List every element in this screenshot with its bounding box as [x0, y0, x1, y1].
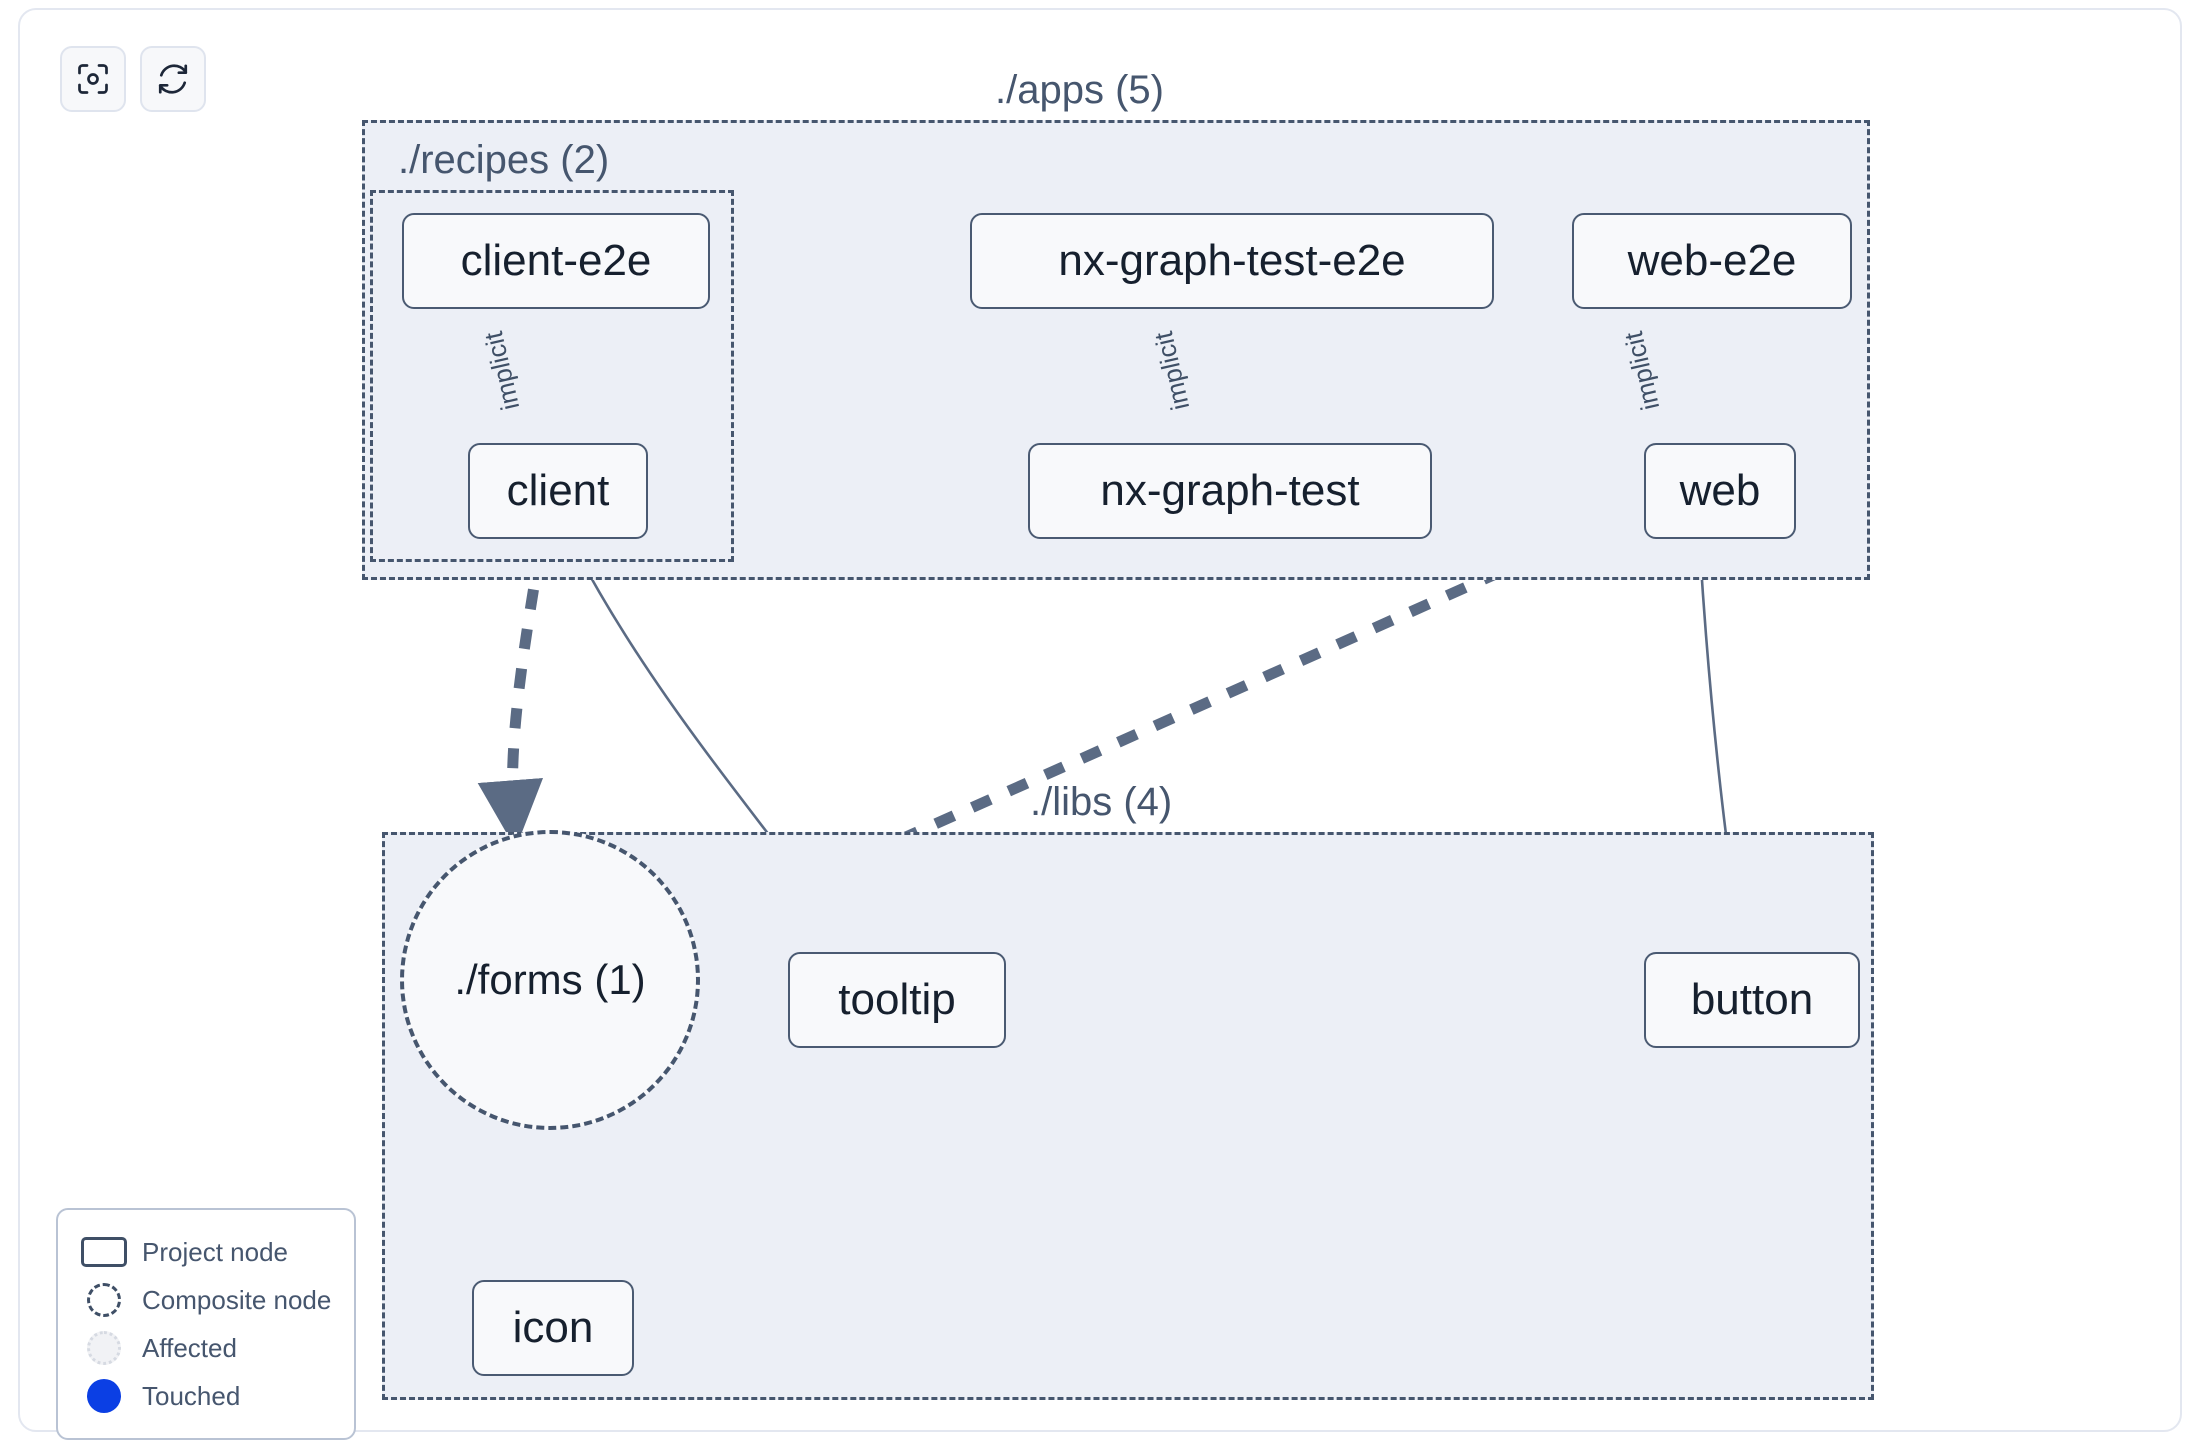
focus-graph-button[interactable] — [60, 46, 126, 112]
composite-node-swatch — [74, 1283, 134, 1317]
node-icon[interactable]: icon — [472, 1280, 634, 1376]
node-button[interactable]: button — [1644, 952, 1860, 1048]
refresh-graph-button[interactable] — [140, 46, 206, 112]
node-nx-graph-test-e2e[interactable]: nx-graph-test-e2e — [970, 213, 1494, 309]
graph-legend: Project node Composite node Affected Tou… — [56, 1208, 356, 1440]
node-nx-graph-test[interactable]: nx-graph-test — [1028, 443, 1432, 539]
node-web-e2e[interactable]: web-e2e — [1572, 213, 1852, 309]
group-label-libs: ./libs (4) — [1030, 780, 1173, 824]
focus-target-icon — [75, 61, 111, 97]
group-label-apps: ./apps (5) — [995, 68, 1164, 112]
node-client[interactable]: client — [468, 443, 648, 539]
legend-label-project-node: Project node — [142, 1237, 288, 1267]
legend-label-composite-node: Composite node — [142, 1285, 332, 1315]
legend-item-composite-node: Composite node — [74, 1276, 338, 1324]
node-web[interactable]: web — [1644, 443, 1796, 539]
affected-swatch — [74, 1331, 134, 1365]
project-node-swatch — [74, 1237, 134, 1267]
graph-panel: ./apps (5) ./recipes (2) ./libs (4) — [18, 8, 2182, 1440]
legend-label-touched: Touched — [142, 1381, 241, 1411]
legend-item-project-node: Project node — [74, 1228, 338, 1276]
graph-toolbar — [60, 46, 206, 112]
touched-swatch — [74, 1379, 134, 1413]
edge-client-to-forms — [477, 549, 546, 849]
group-label-recipes: ./recipes (2) — [398, 138, 610, 182]
legend-item-touched: Touched — [74, 1372, 338, 1420]
legend-item-affected: Affected — [74, 1324, 338, 1372]
node-client-e2e[interactable]: client-e2e — [402, 213, 710, 309]
legend-label-affected: Affected — [142, 1333, 237, 1363]
node-forms-composite[interactable]: ./forms (1) — [400, 830, 700, 1130]
node-tooltip[interactable]: tooltip — [788, 952, 1006, 1048]
refresh-icon — [155, 61, 191, 97]
